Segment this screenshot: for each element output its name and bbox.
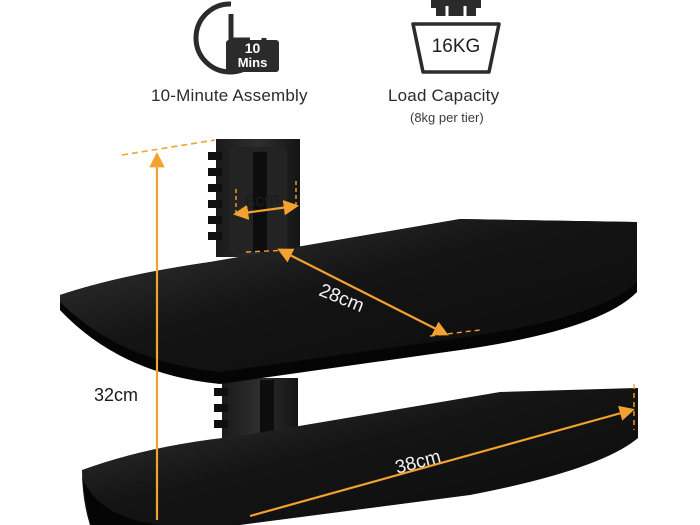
capacity-sublabel: (8kg per tier)	[410, 110, 484, 125]
clock-icon	[193, 1, 279, 75]
height-label: 32cm	[94, 385, 139, 405]
capacity-label: Load Capacity	[388, 86, 500, 105]
post-width-label: 8cm	[243, 188, 280, 212]
clock-badge-unit: Mins	[237, 55, 268, 70]
assembly-label: 10-Minute Assembly	[151, 86, 308, 105]
weight-value: 16KG	[431, 36, 481, 57]
dimension-lines	[121, 139, 635, 520]
lower-shelf	[82, 388, 638, 525]
clock-badge-value: 10	[244, 40, 261, 56]
weight-icon	[411, 0, 501, 74]
